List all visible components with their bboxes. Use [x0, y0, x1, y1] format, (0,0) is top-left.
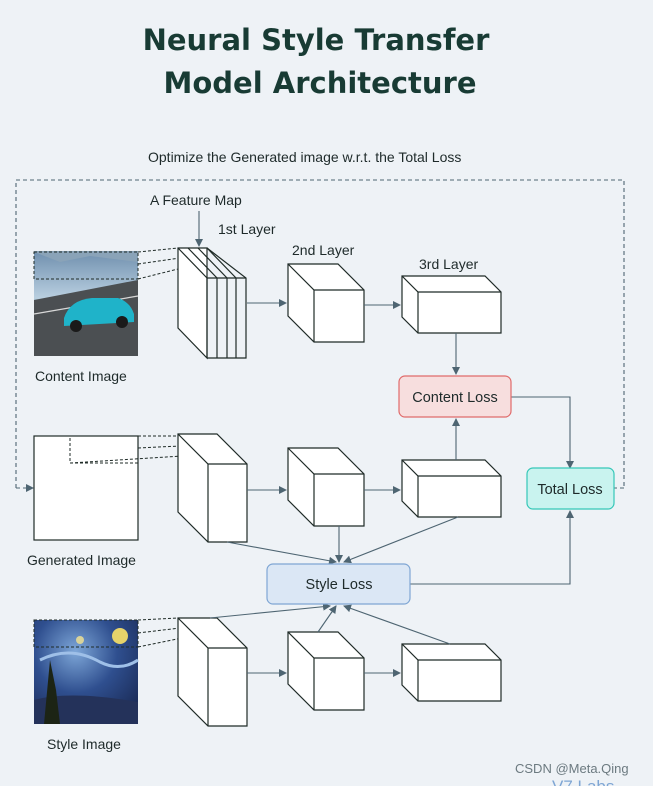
arrow-style-l3-to-style-loss: [343, 604, 451, 645]
brand-watermark: V7 Labs: [552, 777, 614, 786]
generated-image: [33, 435, 139, 541]
optimize-label: Optimize the Generated image w.r.t. the …: [148, 149, 461, 165]
layer-3-label: 3rd Layer: [419, 256, 478, 272]
arrow-style-l2-to-style-loss: [317, 605, 337, 633]
generated-layer-3-cube: [401, 459, 502, 518]
csdn-watermark: CSDN @Meta.Qing: [515, 761, 629, 776]
title-line-1: Neural Style Transfer: [143, 23, 491, 57]
generated-layer-2-cube: [287, 447, 365, 527]
feature-map-label: A Feature Map: [150, 192, 242, 208]
style-loss-label: Style Loss: [306, 577, 373, 593]
layer-1-label: 1st Layer: [218, 221, 276, 237]
optimize-loop: [15, 179, 625, 488]
title-line-2: Model Architecture: [164, 66, 477, 100]
content-loss-box: Content Loss: [398, 375, 512, 418]
arrow-generated-l3-to-style-loss: [343, 516, 459, 564]
content-loss-label: Content Loss: [412, 390, 497, 406]
style-image: [34, 620, 139, 724]
total-loss-label: Total Loss: [537, 482, 602, 498]
generated-layer-1-cube: [177, 433, 248, 543]
content-layer-1-cube: [177, 247, 247, 360]
style-patch-projection: [33, 617, 183, 648]
style-loss-box: Style Loss: [266, 563, 411, 605]
arrow-generated-l1-to-style-loss: [226, 541, 337, 565]
layer-2-label: 2nd Layer: [292, 242, 355, 258]
style-image-label: Style Image: [47, 736, 121, 752]
arrow-style-l1-to-style-loss: [209, 602, 331, 619]
style-layer-1-cube: [177, 617, 248, 727]
content-layer-2-cube: [287, 263, 365, 343]
content-patch-projection: [33, 247, 183, 280]
content-layer-3-cube: [401, 275, 502, 334]
generated-patch-projection: [69, 435, 183, 464]
content-image: [33, 251, 139, 356]
generated-image-label: Generated Image: [27, 552, 136, 568]
style-layer-3-cube: [401, 643, 502, 702]
arrow-style-loss-to-total: [410, 510, 574, 585]
arrow-content-loss-to-total: [511, 396, 574, 469]
style-layer-2-cube: [287, 631, 365, 711]
total-loss-box: Total Loss: [526, 467, 615, 510]
content-image-label: Content Image: [35, 368, 127, 384]
